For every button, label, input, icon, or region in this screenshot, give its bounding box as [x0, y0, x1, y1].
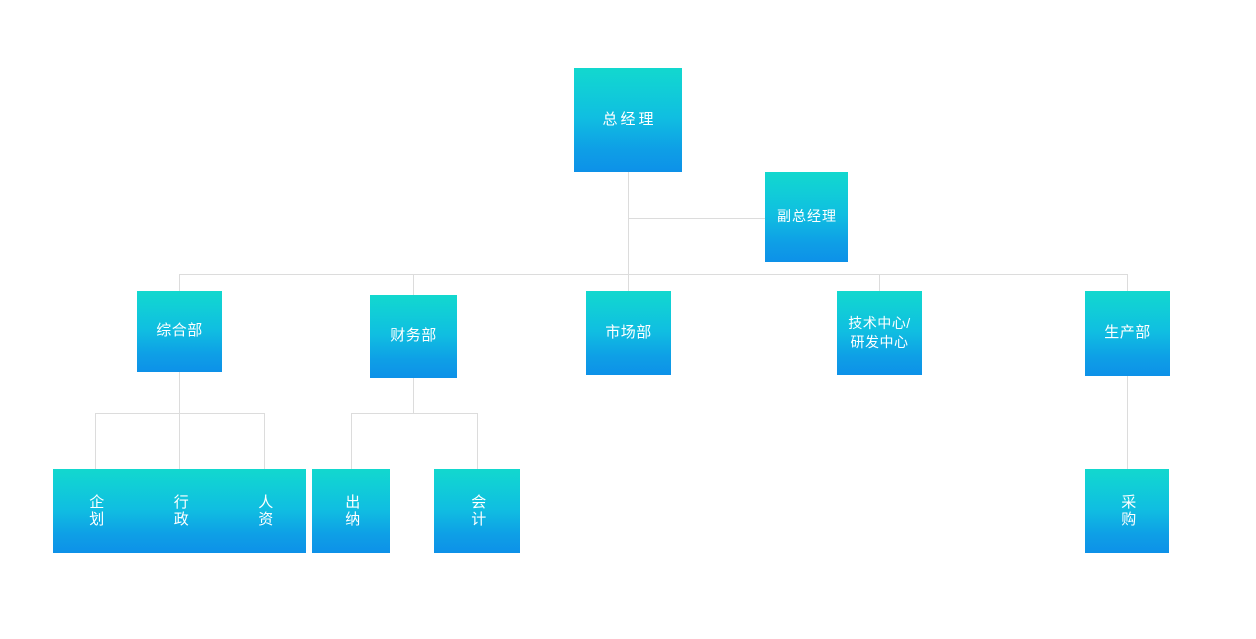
connector-drop-accounting [477, 413, 478, 470]
connector-gm-to-deputy [628, 218, 765, 219]
node-human-resources-label: 人资 [256, 494, 274, 528]
node-finance-label: 财务部 [390, 327, 437, 345]
node-general-manager[interactable]: 总经理 [574, 68, 682, 172]
node-general-affairs-subunits-group: 企划 行政 人资 [53, 469, 306, 553]
node-marketing-label: 市场部 [605, 323, 652, 341]
node-cashier-label: 出纳 [343, 494, 361, 528]
connector-drop-tech-center [879, 274, 880, 295]
node-general-affairs-label: 综合部 [156, 322, 203, 340]
connector-drop-general-affairs [179, 274, 180, 295]
node-production[interactable]: 生产部 [1085, 291, 1170, 376]
node-marketing[interactable]: 市场部 [586, 291, 671, 375]
node-administration-label: 行政 [171, 494, 189, 528]
connector-finance-stem [413, 378, 414, 414]
node-accounting[interactable]: 会计 [434, 469, 520, 553]
node-human-resources[interactable]: 人资 [222, 469, 306, 553]
connector-drop-planning [95, 413, 96, 470]
connector-drop-administration [179, 413, 180, 470]
connector-production-to-procurement [1127, 376, 1128, 470]
node-general-affairs[interactable]: 综合部 [137, 291, 222, 372]
node-cashier[interactable]: 出纳 [312, 469, 390, 553]
connector-drop-human-resources [264, 413, 265, 470]
connector-gm-trunk [628, 172, 629, 275]
connector-drop-finance [413, 274, 414, 295]
connector-general-affairs-stem [179, 372, 180, 414]
connector-drop-production [1127, 274, 1128, 295]
node-tech-center-label: 技术中心/ 研发中心 [848, 315, 911, 350]
node-general-manager-label: 总经理 [602, 110, 657, 128]
connector-main-bus [179, 274, 1128, 275]
node-administration[interactable]: 行政 [137, 469, 222, 553]
node-tech-center[interactable]: 技术中心/ 研发中心 [837, 291, 922, 375]
connector-drop-marketing [628, 274, 629, 295]
node-planning-label: 企划 [87, 494, 105, 528]
node-deputy-general-manager-label: 副总经理 [777, 208, 837, 225]
node-planning[interactable]: 企划 [53, 469, 137, 553]
node-procurement-label: 采购 [1119, 494, 1137, 528]
node-production-label: 生产部 [1104, 324, 1151, 342]
connector-drop-cashier [351, 413, 352, 470]
connector-general-affairs-bus [95, 413, 265, 414]
node-procurement[interactable]: 采购 [1085, 469, 1169, 553]
connector-finance-bus [351, 413, 478, 414]
node-deputy-general-manager[interactable]: 副总经理 [765, 172, 848, 262]
node-finance[interactable]: 财务部 [370, 295, 457, 378]
node-accounting-label: 会计 [469, 494, 487, 528]
